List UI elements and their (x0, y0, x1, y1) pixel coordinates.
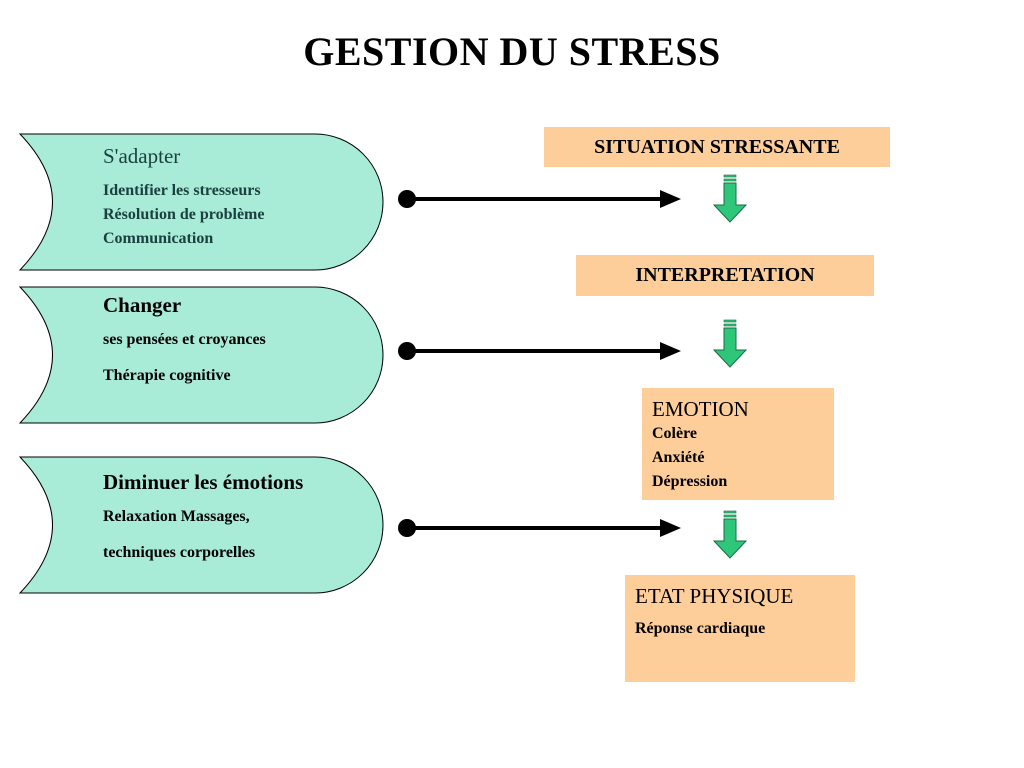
panel-heading: Changer (103, 293, 182, 317)
panel-heading: Diminuer les émotions (103, 470, 304, 494)
box-etat-physique: ETAT PHYSIQUE Réponse cardiaque (625, 575, 855, 682)
panel-shape-adapter (18, 133, 384, 271)
panel-line: Identifier les stresseurs (103, 182, 261, 199)
panel-diminuer: Diminuer les émotions Relaxation Massage… (103, 470, 303, 565)
box-line: Anxiété (652, 449, 705, 466)
box-heading: EMOTION (652, 397, 749, 421)
panel-line: Résolution de problème (103, 206, 265, 223)
panel-line: Relaxation Massages, (103, 508, 250, 525)
box-line: Colère (652, 425, 698, 442)
box-emotion: EMOTION Colère Anxiété Dépression (642, 388, 834, 500)
panel-heading: S'adapter (103, 144, 181, 168)
panel-shape-diminuer (18, 456, 384, 594)
panel-adapter: S'adapter Identifier les stresseurs Réso… (103, 144, 264, 251)
box-interpretation: INTERPRETATION (576, 255, 874, 296)
down-arrow-2 (712, 319, 748, 368)
box-heading: ETAT PHYSIQUE (635, 584, 794, 608)
panel-shape-changer (18, 286, 384, 424)
box-line: Réponse cardiaque (635, 620, 766, 637)
connector-arrow-2 (398, 342, 681, 360)
connector-arrow-3 (398, 519, 681, 537)
down-arrow-1 (712, 174, 748, 223)
panel-line: techniques corporelles (103, 544, 256, 561)
panel-line: Thérapie cognitive (103, 367, 231, 384)
panel-changer: Changer ses pensées et croyances Thérapi… (103, 293, 266, 388)
box-line: Dépression (652, 473, 728, 490)
panel-line: Communication (103, 230, 214, 247)
page-title: GESTION DU STRESS (303, 29, 721, 74)
panel-line: ses pensées et croyances (103, 331, 266, 348)
down-arrow-3 (712, 510, 748, 559)
connector-arrow-1 (398, 190, 681, 208)
box-situation-stressante: SITUATION STRESSANTE (544, 127, 890, 167)
